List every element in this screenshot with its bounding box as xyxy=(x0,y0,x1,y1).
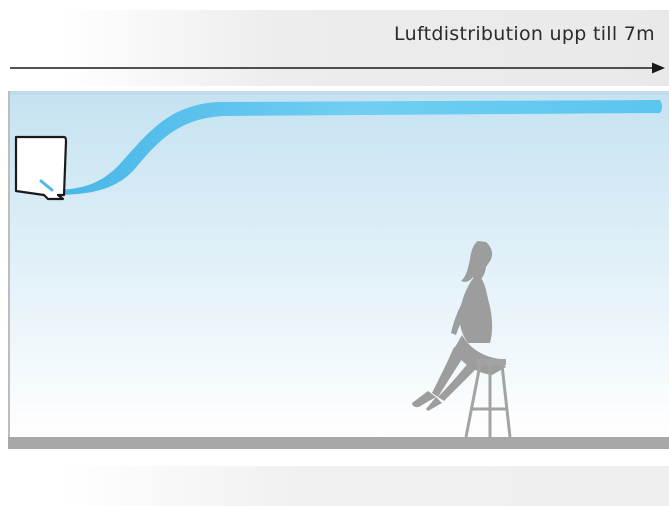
room-section xyxy=(8,91,669,449)
wall-unit-icon xyxy=(14,135,68,201)
floor xyxy=(8,437,669,449)
distance-arrow xyxy=(10,62,665,74)
bar-stool-icon xyxy=(464,359,512,438)
header-band xyxy=(60,10,669,86)
distance-label: Luftdistribution upp till 7m xyxy=(394,23,655,45)
footer-band xyxy=(60,466,669,506)
airflow-stream xyxy=(50,100,662,195)
seated-person-icon xyxy=(412,241,506,411)
room-background xyxy=(8,91,669,437)
